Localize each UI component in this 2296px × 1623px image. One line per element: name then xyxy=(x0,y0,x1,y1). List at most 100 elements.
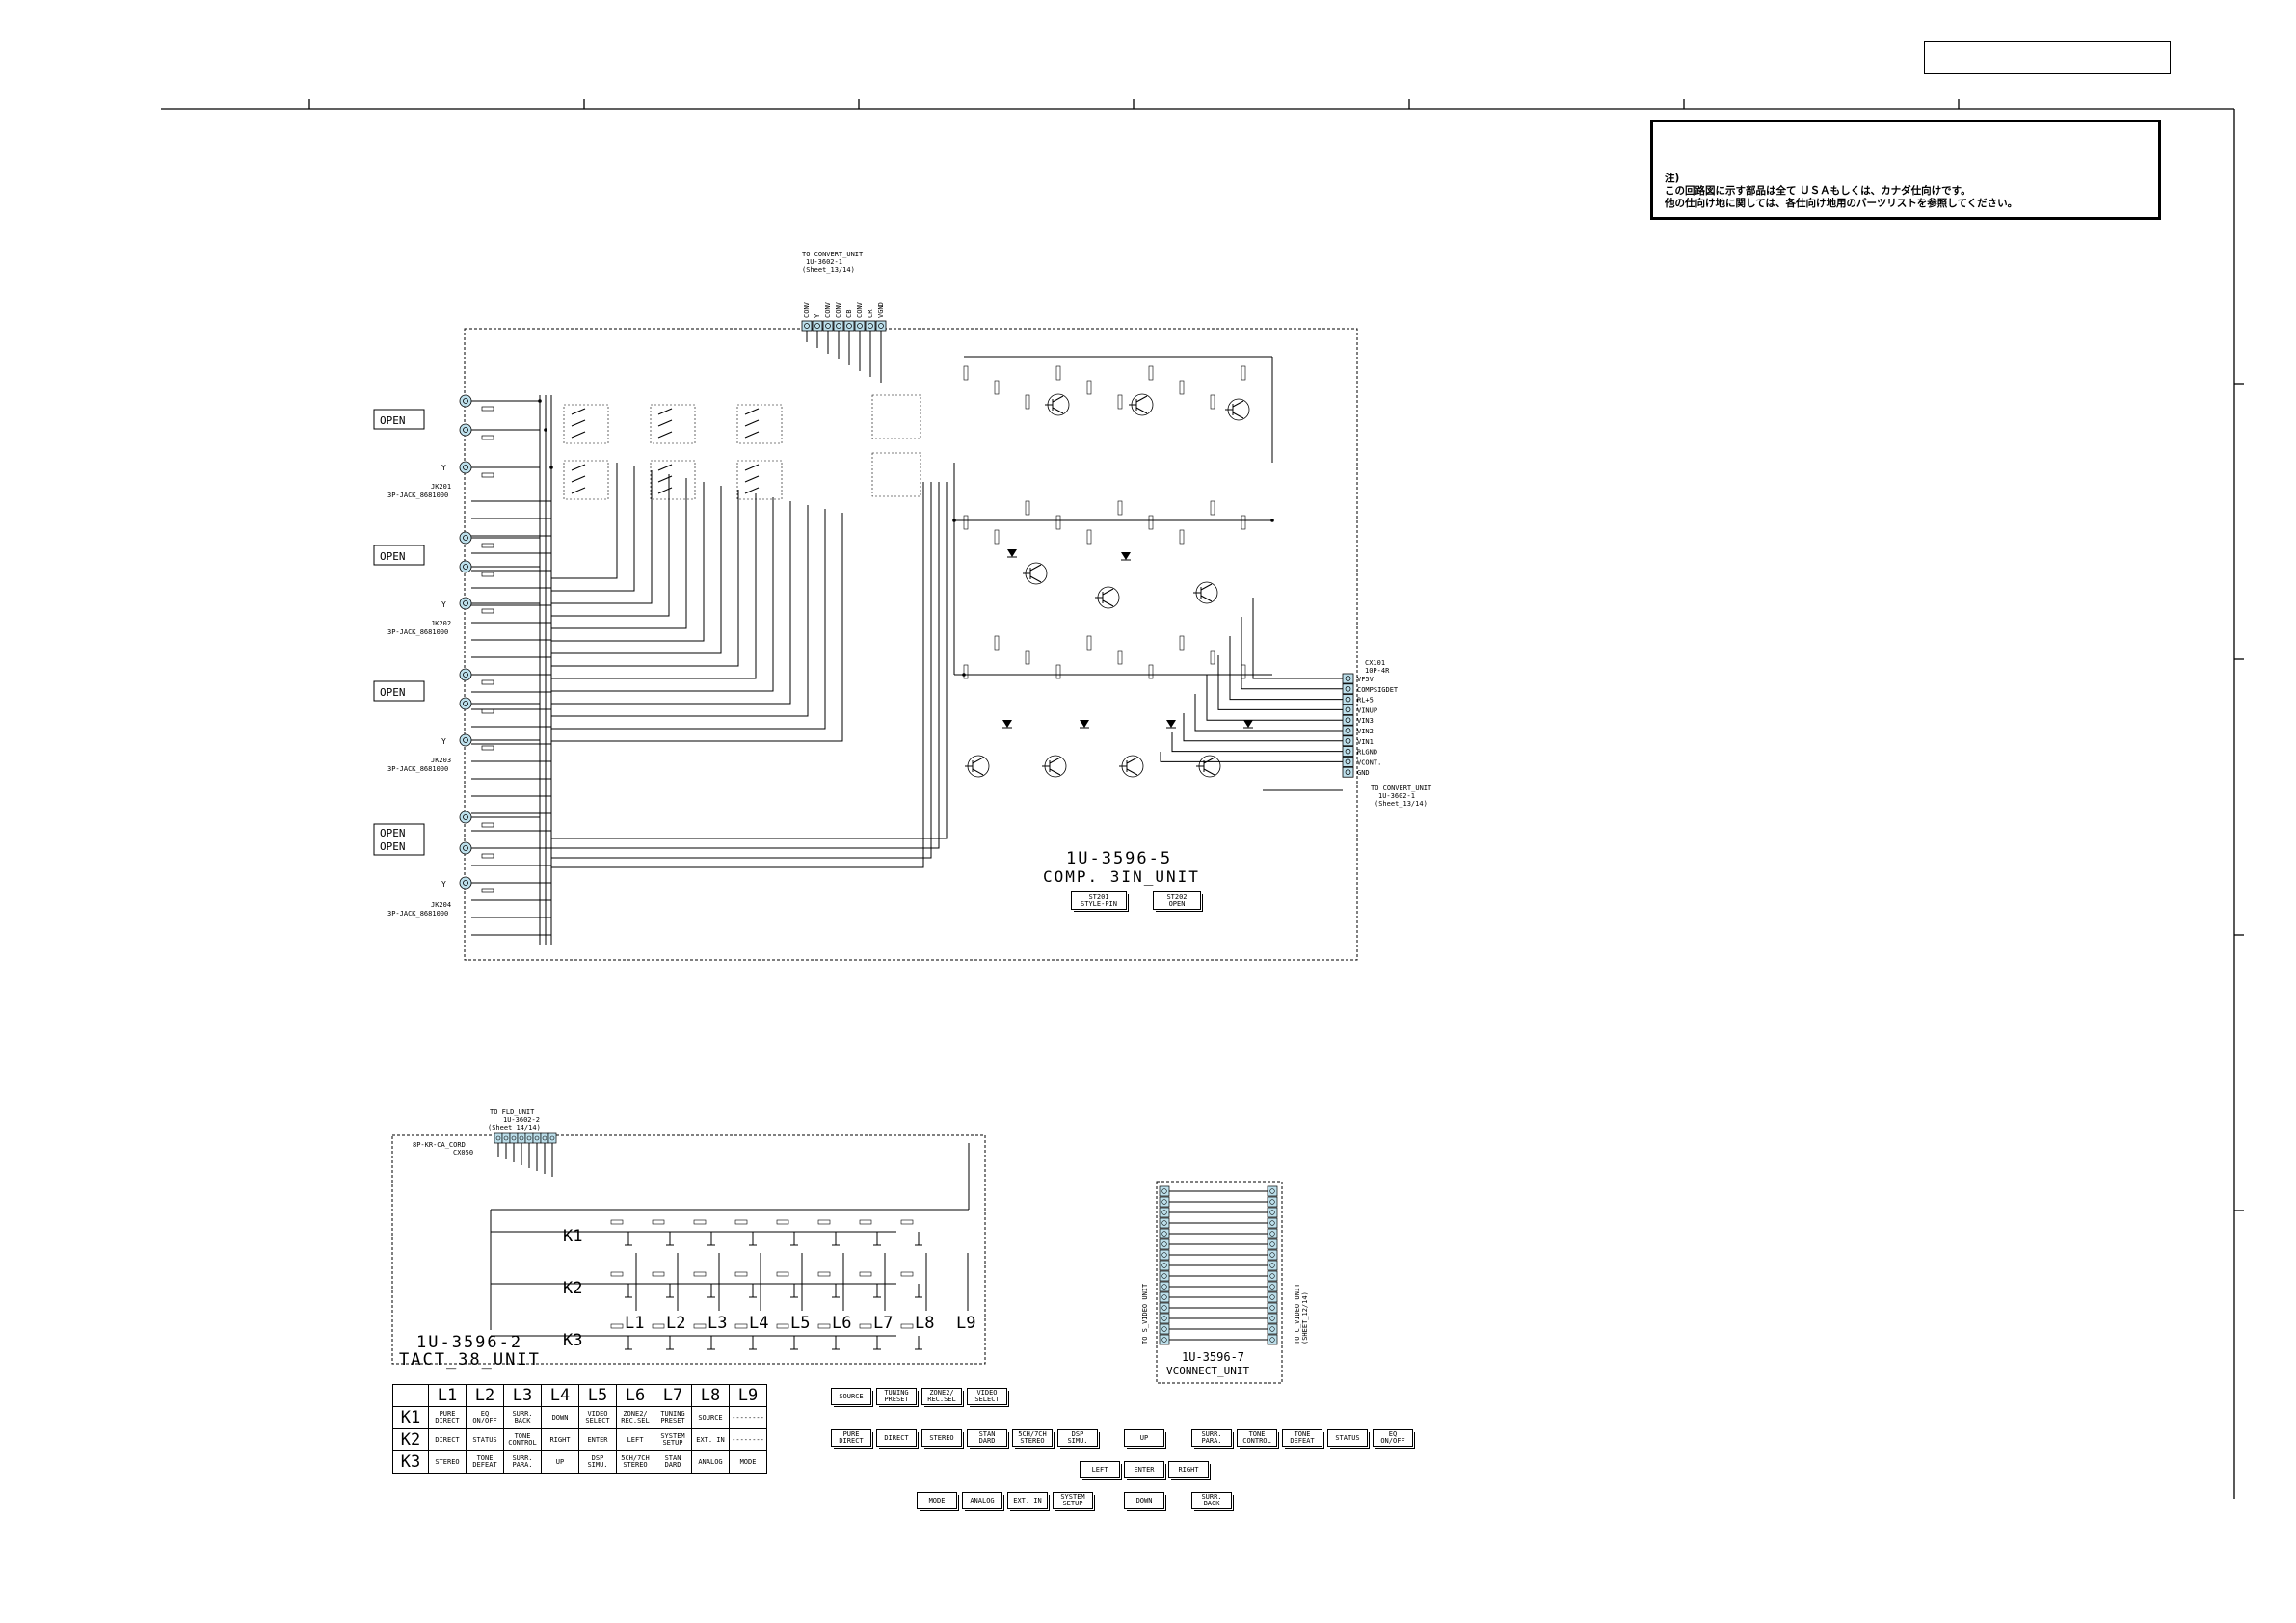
connector-pin xyxy=(1342,735,1354,747)
jk201-label: JK201 xyxy=(431,483,451,491)
connector-pin xyxy=(1159,1228,1170,1239)
l-col-label: L2 xyxy=(666,1314,685,1333)
resistor xyxy=(481,572,494,577)
connector-pin xyxy=(1159,1323,1170,1335)
to-fld-3: (Sheet_14/14) xyxy=(488,1124,541,1131)
panel-button-dsp-simu: DSP SIMU. xyxy=(1057,1429,1100,1449)
pin-hole xyxy=(1269,1241,1275,1247)
cx101-label: CX101 xyxy=(1365,659,1385,667)
resistor xyxy=(610,1271,624,1277)
connector-pin xyxy=(1159,1260,1170,1271)
note-line-1: 注) xyxy=(1665,173,1680,184)
pin-hole xyxy=(1345,706,1351,713)
comp-unit-subtitle: COMP. 3IN_UNIT xyxy=(1043,867,1200,886)
wire xyxy=(1241,617,1343,690)
wire xyxy=(1217,655,1343,710)
connector-pin xyxy=(1267,1281,1278,1292)
top-pin-label: CONV xyxy=(803,301,811,318)
rca-jack-center xyxy=(463,880,468,886)
wire xyxy=(744,419,760,427)
to-convert-top-3: (Sheet_13/14) xyxy=(802,266,855,274)
resistor xyxy=(1086,529,1092,545)
pin-hole xyxy=(1161,1316,1167,1321)
wire xyxy=(551,474,670,617)
table-cell: TUNING PRESET xyxy=(654,1406,692,1429)
wire xyxy=(744,475,760,483)
connector-pin xyxy=(1159,1334,1170,1345)
wire xyxy=(744,487,760,494)
to-convert-right-3: (Sheet_13/14) xyxy=(1375,800,1428,808)
transistor xyxy=(1121,755,1144,778)
junction-dot xyxy=(549,466,553,469)
relay xyxy=(871,394,921,439)
open-label-4: OPEN xyxy=(380,827,406,839)
connector-pin xyxy=(1159,1207,1170,1218)
table-cell: ENTER xyxy=(578,1428,617,1451)
jk204-type: 3P-JACK_8681000 xyxy=(387,910,448,918)
cx101-pin-label: GND xyxy=(1357,769,1370,777)
relay xyxy=(563,460,609,500)
table-cell: MODE xyxy=(729,1450,767,1474)
row-key: K1 xyxy=(392,1406,429,1429)
pin-hole xyxy=(495,1135,501,1141)
resistor xyxy=(776,1323,789,1329)
pin-hole xyxy=(1269,1273,1275,1279)
table-row: K3 STEREO TONE DEFEAT SURR. PARA. UP DSP… xyxy=(392,1450,767,1474)
wire xyxy=(1203,768,1215,776)
connector-pin xyxy=(1267,1302,1278,1314)
rca-jack-center xyxy=(463,564,468,570)
cx101-connector: CX101 10P-4R VF5VCOMPSIGDETRL+5VINUPVIN3… xyxy=(1342,659,1432,808)
l-col-label: L6 xyxy=(832,1314,851,1333)
connector-pin xyxy=(1159,1238,1170,1250)
col-header: L5 xyxy=(578,1384,617,1407)
resistor xyxy=(734,1323,748,1329)
connector-pin xyxy=(1267,1260,1278,1271)
resistor xyxy=(481,608,494,614)
open-label-2: OPEN xyxy=(380,550,406,563)
resistor xyxy=(693,1219,707,1225)
wire xyxy=(1102,588,1114,596)
junction-dot xyxy=(962,673,966,677)
connector-pin xyxy=(1267,1185,1278,1197)
rca-jack xyxy=(459,560,472,573)
pin-hole xyxy=(511,1135,517,1141)
connector-pin xyxy=(1267,1249,1278,1261)
panel-button-status: STATUS xyxy=(1327,1429,1370,1449)
wire xyxy=(1029,564,1042,572)
top-connector: TO CONVERT_UNIT 1U-3602-1 (Sheet_13/14) … xyxy=(801,251,887,332)
wire xyxy=(972,768,984,776)
resistor xyxy=(1055,365,1061,381)
pin-hole xyxy=(1345,685,1351,692)
wire xyxy=(551,486,722,654)
panel-button-system-setup: SYSTEM SETUP xyxy=(1053,1492,1095,1511)
connector-pin xyxy=(1159,1302,1170,1314)
resistor xyxy=(1025,394,1030,410)
pin-hole xyxy=(825,323,831,329)
pin-hole xyxy=(836,323,841,329)
pin-hole xyxy=(1269,1305,1275,1311)
cx101-pin-label: VF5V xyxy=(1357,676,1375,683)
transistor xyxy=(1227,398,1250,421)
col-header: L2 xyxy=(466,1384,504,1407)
resistor xyxy=(1025,650,1030,665)
pin-hole xyxy=(1161,1326,1167,1332)
connector-pin xyxy=(1342,714,1354,726)
wire xyxy=(1183,713,1343,742)
wire xyxy=(1049,768,1061,776)
tact-connector-id: CX050 xyxy=(453,1149,473,1157)
connector-pin xyxy=(801,320,813,332)
row-key: K3 xyxy=(392,1450,429,1474)
panel-button-video-select: VIDEO SELECT xyxy=(967,1388,1009,1407)
resistor xyxy=(1241,515,1246,530)
wire xyxy=(551,470,653,604)
pin-hole xyxy=(1345,728,1351,733)
cx101-sub: 10P-4R xyxy=(1365,667,1390,675)
jk203-type: 3P-JACK_8681000 xyxy=(387,765,448,773)
pin-hole xyxy=(1161,1263,1167,1268)
resistor xyxy=(963,664,969,679)
resistor xyxy=(1179,529,1185,545)
resistor xyxy=(1086,380,1092,395)
resistor xyxy=(481,472,494,478)
panel-button-standard: STAN DARD xyxy=(967,1429,1009,1449)
